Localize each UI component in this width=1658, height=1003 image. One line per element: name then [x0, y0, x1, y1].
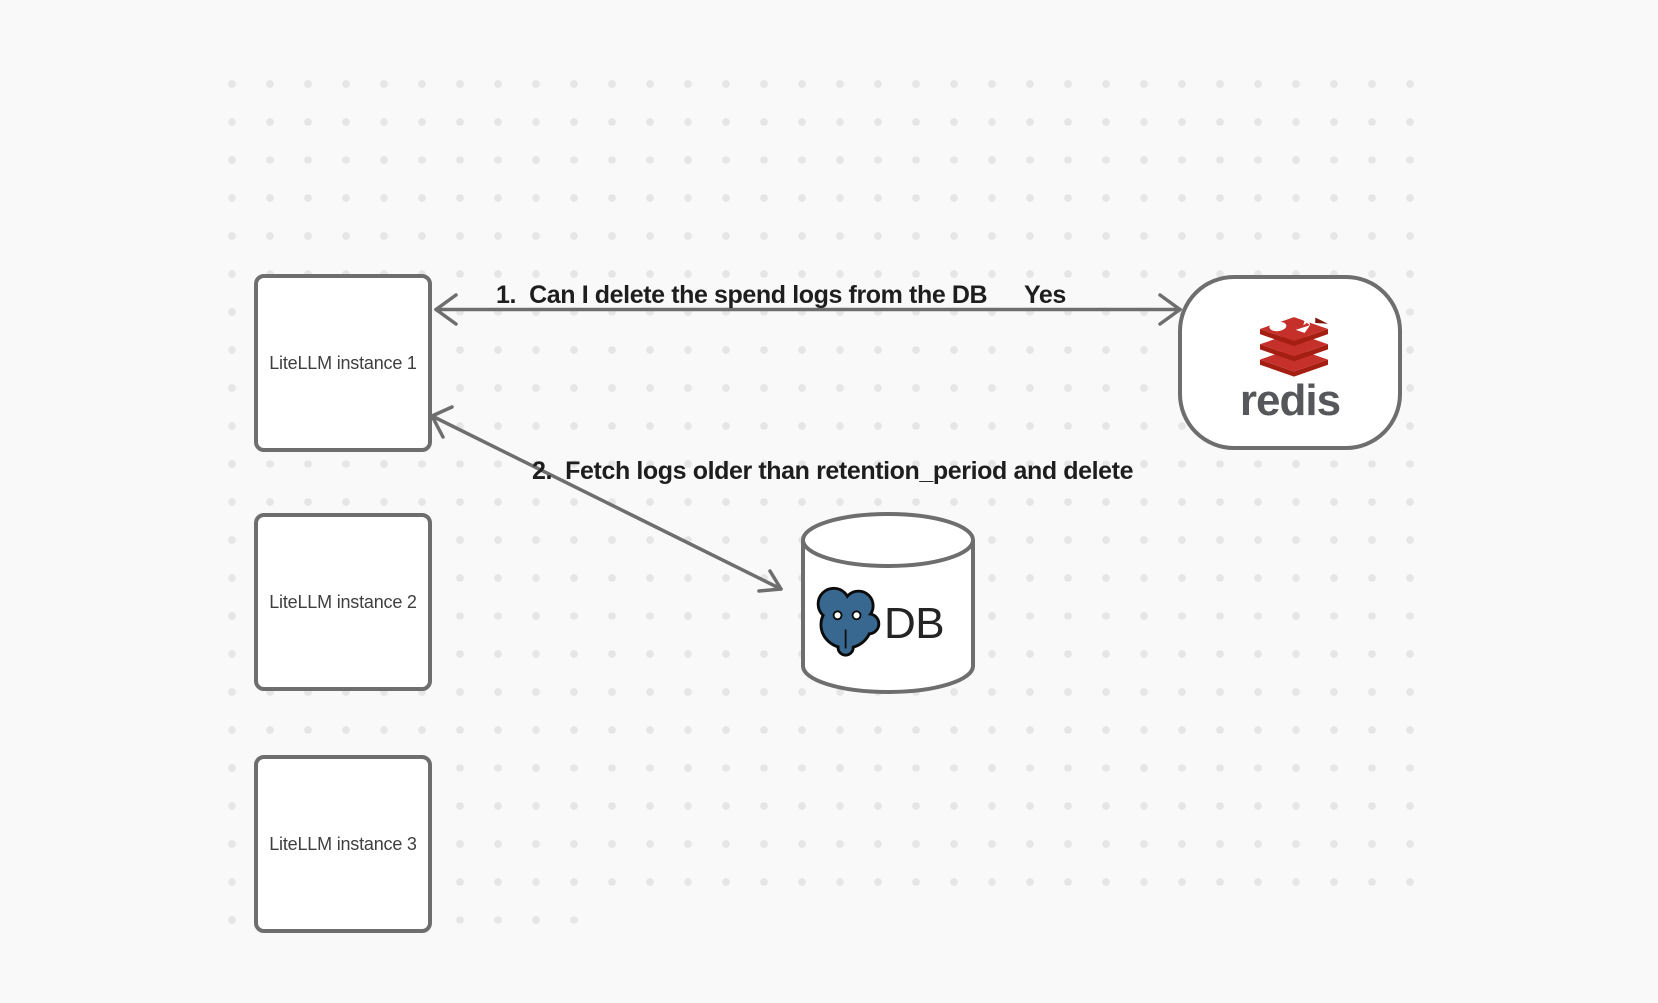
db-label: DB	[884, 599, 945, 648]
node-litellm-instance-1: LiteLLM instance 1	[254, 274, 432, 452]
node-litellm-instance-3: LiteLLM instance 3	[254, 755, 432, 933]
node-label: LiteLLM instance 1	[269, 352, 417, 373]
edge2-label: 2. Fetch logs older than retention_perio…	[532, 457, 1134, 485]
node-redis: redis	[1178, 275, 1402, 450]
edge1-answer: Yes	[1024, 281, 1066, 309]
postgresql-elephant-icon	[816, 586, 881, 657]
redis-logo-icon	[1260, 314, 1328, 377]
node-litellm-instance-2: LiteLLM instance 2	[254, 513, 432, 691]
node-label: LiteLLM instance 3	[269, 833, 417, 854]
node-label: LiteLLM instance 2	[269, 591, 417, 612]
edge1-label: 1. Can I delete the spend logs from the …	[496, 281, 988, 309]
redis-wordmark: redis	[1239, 376, 1341, 425]
